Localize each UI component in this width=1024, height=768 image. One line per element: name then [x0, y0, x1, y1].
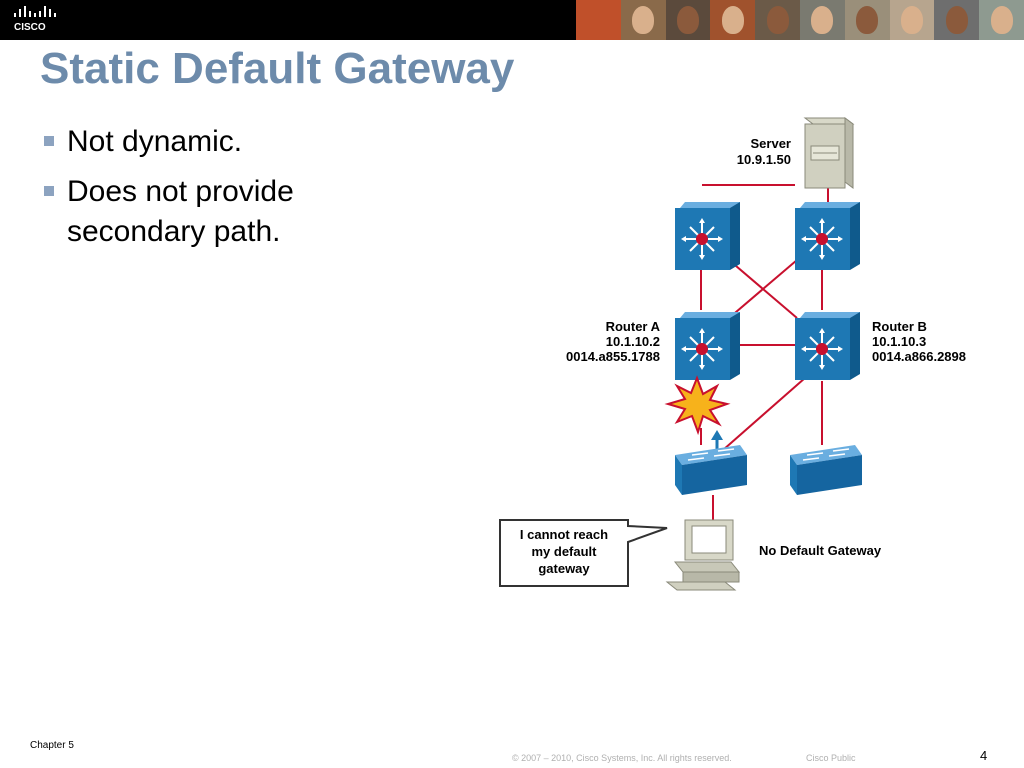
router-b-icon [795, 312, 860, 380]
router-a-mac: 0014.a855.1788 [566, 349, 660, 364]
header-photo [979, 0, 1024, 40]
header-photo [934, 0, 980, 40]
photo-strip [576, 0, 1024, 40]
portrait-icon [632, 6, 655, 34]
link-cross-2 [728, 259, 798, 319]
bullet-text: Does not provide secondary path. [67, 175, 294, 248]
callout-line-1: I cannot reach [520, 527, 608, 542]
bullet-item: Not dynamic. [44, 122, 374, 162]
header-photo [620, 0, 666, 40]
classification-label: Cisco Public [806, 753, 856, 763]
header-photo [576, 0, 621, 40]
pc-gateway-label: No Default Gateway [759, 543, 882, 558]
router-a-icon [675, 312, 740, 380]
router-b-name: Router B [872, 319, 927, 334]
chapter-label: Chapter 5 [30, 740, 74, 751]
core-switch-right-icon [795, 202, 860, 270]
bullet-text: Not dynamic. [67, 125, 243, 158]
header-photo [889, 0, 935, 40]
portrait-icon [766, 6, 789, 34]
bullet-list: Not dynamic. Does not provide secondary … [44, 122, 374, 262]
header-photo [844, 0, 890, 40]
access-switch-right-icon [790, 445, 862, 495]
header-bar: CISCO [0, 0, 1024, 40]
header-photo [710, 0, 756, 40]
server-icon [803, 117, 855, 189]
portrait-icon [945, 6, 968, 34]
header-photo [799, 0, 845, 40]
copyright-text: © 2007 – 2010, Cisco Systems, Inc. All r… [512, 753, 732, 763]
router-b-ip: 10.1.10.3 [872, 334, 926, 349]
portrait-icon [721, 6, 744, 34]
link-failure-burst-icon [664, 375, 731, 436]
slide-title: Static Default Gateway [40, 44, 515, 93]
portrait-icon [990, 6, 1013, 34]
bullet-square-icon [44, 136, 54, 146]
link-diagonal [722, 377, 806, 451]
speech-callout: I cannot reach my default gateway [499, 519, 668, 587]
header-photo [665, 0, 711, 40]
cisco-logo: CISCO [14, 6, 56, 33]
bullet-item: Does not provide secondary path. [44, 172, 374, 252]
server-ip: 10.9.1.50 [737, 152, 791, 167]
network-diagram: Server 10.9.1.50 Router A 10.1.10.2 0014… [499, 117, 966, 591]
page-number: 4 [980, 748, 988, 763]
pc-icon [665, 519, 741, 591]
router-a-ip: 10.1.10.2 [606, 334, 660, 349]
bullet-square-icon [44, 186, 54, 196]
callout-line-3: gateway [538, 561, 590, 576]
core-switch-left-icon [675, 202, 740, 270]
brand-text: CISCO [14, 22, 46, 33]
portrait-icon [676, 6, 699, 34]
callout-line-2: my default [531, 544, 597, 559]
portrait-icon [856, 6, 879, 34]
access-switch-left-icon [675, 445, 747, 495]
router-a-name: Router A [606, 319, 661, 334]
server-label: Server [751, 136, 791, 151]
router-b-mac: 0014.a866.2898 [872, 349, 966, 364]
header-photo [755, 0, 800, 40]
portrait-icon [811, 6, 834, 34]
portrait-icon [900, 6, 923, 34]
